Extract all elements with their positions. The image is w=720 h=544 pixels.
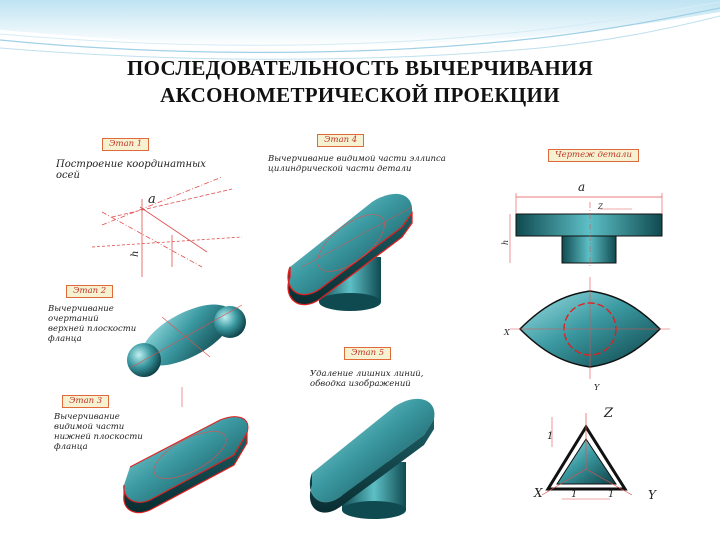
stage3-flange-bottom xyxy=(123,416,249,514)
stage3-text-line-4: фланца xyxy=(54,442,88,452)
axis-y-label: Y xyxy=(648,488,657,502)
stage2-label: Этап 2 xyxy=(66,285,114,298)
dim-a-front: a xyxy=(578,180,585,194)
axis-z-label: Z xyxy=(603,406,614,421)
stage4-text-line-2: цилиндрической части детали xyxy=(268,164,412,174)
stage1-label: Этап 1 xyxy=(102,138,150,151)
dim-a-stage1: a xyxy=(148,192,156,207)
title-line-2: АКСОНОМЕТРИЧЕСКОЙ ПРОЕКЦИИ xyxy=(160,83,560,107)
stage2-text-line-4: фланца xyxy=(48,334,82,344)
stage2-text-line-2: очертаний xyxy=(48,314,99,324)
drawing-panel: a h xyxy=(42,117,678,540)
stage3-text-line-3: нижней плоскости xyxy=(54,432,143,442)
dim-h-stage1: h xyxy=(130,251,141,257)
stage3-label: Этап 3 xyxy=(62,395,110,408)
orthographic-front-view xyxy=(509,193,663,267)
axis-x-label: X xyxy=(533,486,543,500)
drawing-label: Чертеж детали xyxy=(548,149,639,162)
stage4-text-line-1: Вычерчивание видимой части эллипса xyxy=(268,154,446,164)
stage5-description: Удаление лишних линий, обводка изображен… xyxy=(310,369,424,389)
unit-y-label: 1 xyxy=(608,489,614,500)
stage1-text-line-2: осей xyxy=(56,170,80,181)
stage5-text-line-1: Удаление лишних линий, xyxy=(310,369,424,379)
stage4-label: Этап 4 xyxy=(317,134,365,147)
stage3-text-line-2: видимой части xyxy=(54,422,125,432)
stage3-description: Вычерчивание видимой части нижней плоско… xyxy=(54,412,143,452)
stage5-label: Этап 5 xyxy=(344,347,392,360)
unit-z-label: 1 xyxy=(547,431,553,442)
stage2-text-line-3: верхней плоскости xyxy=(48,324,137,334)
dim-h-front: h xyxy=(501,240,510,245)
unit-x-label: 1 xyxy=(571,489,577,500)
stage1-axes-construction xyxy=(91,176,243,277)
stage2-text-line-1: Вычерчивание xyxy=(48,304,114,314)
stage2-description: Вычерчивание очертаний верхней плоскости… xyxy=(48,304,136,344)
stage1-text-line-1: Построение координатных xyxy=(56,159,206,170)
page-title: ПОСЛЕДОВАТЕЛЬНОСТЬ ВЫЧЕРЧИВАНИЯ АКСОНОМЕ… xyxy=(60,55,660,109)
axis-y-top: Y xyxy=(594,383,600,392)
dim-z-front: Z xyxy=(597,203,603,211)
stage4-visible-cylinder xyxy=(287,193,413,311)
decorative-wave-header xyxy=(0,0,720,120)
stage3-text-line-1: Вычерчивание xyxy=(54,412,120,422)
stage2-flange-top xyxy=(127,304,246,407)
illustration-svg: a h xyxy=(91,176,670,519)
stage5-final-detail xyxy=(309,398,435,519)
stage1-description: Построение координатных осей xyxy=(56,159,206,181)
stage4-description: Вычерчивание видимой части эллипса цилин… xyxy=(268,154,446,174)
axis-x-top: X xyxy=(503,328,510,337)
isometric-axes-diagram xyxy=(541,413,633,500)
stage5-text-line-2: обводка изображений xyxy=(310,379,411,389)
orthographic-top-view xyxy=(510,277,670,379)
title-line-1: ПОСЛЕДОВАТЕЛЬНОСТЬ ВЫЧЕРЧИВАНИЯ xyxy=(126,56,594,80)
